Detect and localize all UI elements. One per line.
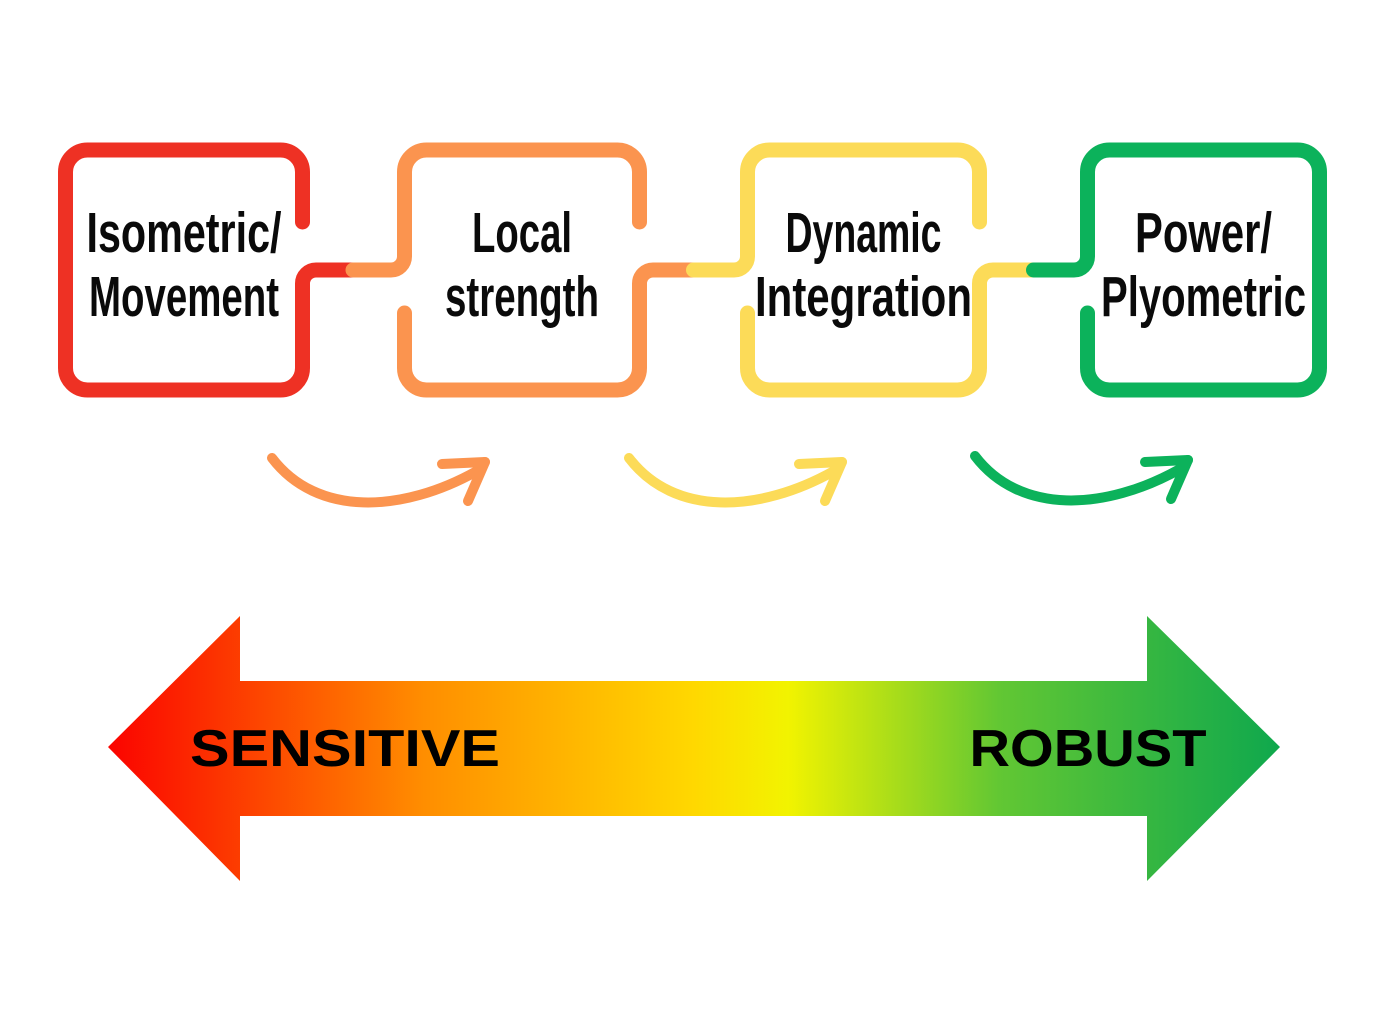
phase-box-3-outline-upper	[686, 142, 987, 278]
phase-box-2-outline-upper	[345, 142, 647, 278]
phase-2-label-line-1: Local	[472, 201, 572, 265]
progression-arrow-1-barb-upper	[437, 457, 490, 469]
spectrum-arrow: SENSITIVE ROBUST	[108, 616, 1280, 881]
phase-3-label-line-2: Integration	[755, 265, 972, 329]
phase-box-power-plyometric: Power/ Plyometric	[1026, 142, 1327, 398]
phase-box-2-outline-lower	[397, 262, 701, 398]
progression-arrow-1	[267, 453, 490, 508]
progression-arrow-3-barb-lower	[1166, 455, 1193, 504]
phase-box-isometric-movement: Isometric/ Movement	[58, 142, 361, 398]
spectrum-arrow-shape	[108, 616, 1280, 881]
phase-2-label-line-2: strength	[445, 265, 599, 329]
progression-arrow-3-curve	[970, 451, 1185, 506]
robust-label: ROBUST	[970, 720, 1207, 778]
progression-arrow-2	[624, 453, 847, 508]
phase-4-label-line-2: Plyometric	[1101, 265, 1306, 329]
phase-box-dynamic-integration: Dynamic Integration	[686, 142, 1041, 398]
progression-arrow-3	[970, 451, 1193, 506]
sensitive-label: SENSITIVE	[190, 720, 500, 778]
phase-1-label-line-1: Isometric/	[87, 201, 282, 265]
phase-3-label-line-1: Dynamic	[786, 201, 942, 265]
progression-arrow-3-barb-upper	[1140, 455, 1193, 467]
phase-4-label-line-1: Power/	[1135, 201, 1272, 265]
progression-arrow-1-barb-lower	[463, 457, 490, 506]
phase-box-4-outline	[1026, 142, 1327, 398]
phase-1-label-line-2: Movement	[89, 265, 279, 329]
progression-arrow-1-curve	[267, 453, 482, 508]
phase-box-1-outline	[58, 142, 361, 398]
progression-arrow-2-curve	[624, 453, 839, 508]
phase-box-3-outline-lower	[740, 262, 1041, 398]
progression-arrow-2-barb-lower	[820, 457, 847, 506]
progression-arrow-2-barb-upper	[794, 457, 847, 469]
phase-box-local-strength: Local strength	[345, 142, 701, 398]
